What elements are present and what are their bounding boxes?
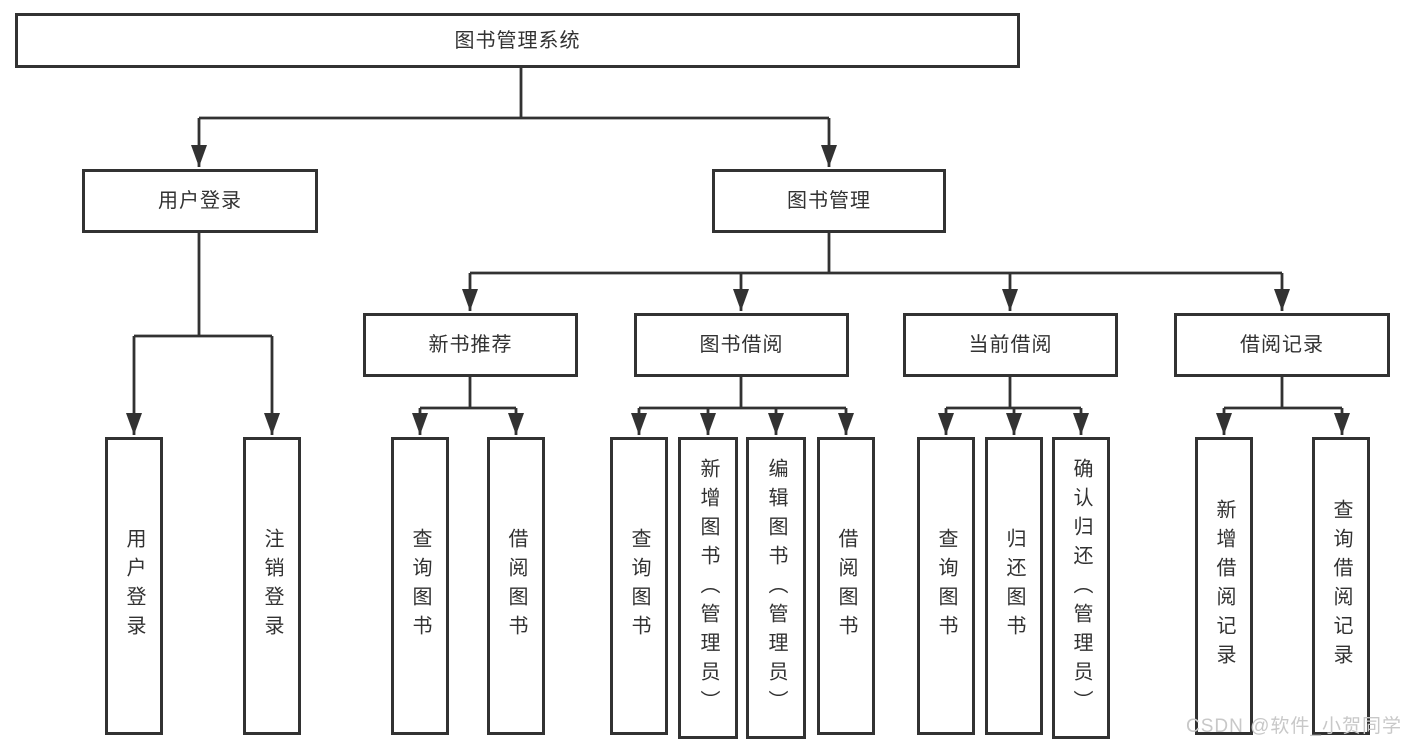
- leaf-add-borrow-record: 新增借阅记录: [1195, 437, 1253, 735]
- node-user-login: 用户登录: [82, 169, 318, 233]
- leaf-query-borrow-record: 查询借阅记录: [1312, 437, 1370, 735]
- node-current-borrow: 当前借阅: [903, 313, 1118, 377]
- leaf-borrow-books-recommend-label: 借阅图书: [505, 528, 527, 644]
- node-current-borrow-label: 当前借阅: [968, 334, 1053, 356]
- leaf-add-books-admin: 新增图书（管理员）: [678, 437, 738, 739]
- leaf-user-login-label: 用户登录: [123, 528, 145, 644]
- node-book-management: 图书管理: [712, 169, 946, 233]
- leaf-confirm-return-admin: 确认归还（管理员）: [1052, 437, 1110, 739]
- leaf-query-books-recommend-label: 查询图书: [409, 528, 431, 644]
- node-borrow-records-label: 借阅记录: [1240, 334, 1324, 356]
- leaf-return-books: 归还图书: [985, 437, 1043, 735]
- leaf-return-books-label: 归还图书: [1003, 528, 1025, 644]
- node-user-login-label: 用户登录: [158, 190, 242, 212]
- leaf-logout: 注销登录: [243, 437, 301, 735]
- node-borrow-records: 借阅记录: [1174, 313, 1390, 377]
- node-book-borrow: 图书借阅: [634, 313, 849, 377]
- leaf-user-login: 用户登录: [105, 437, 163, 735]
- leaf-add-borrow-record-label: 新增借阅记录: [1213, 499, 1235, 673]
- leaf-query-books-current-label: 查询图书: [935, 528, 957, 644]
- leaf-add-books-admin-label: 新增图书（管理员）: [697, 457, 719, 719]
- node-new-book-recommend: 新书推荐: [363, 313, 578, 377]
- node-book-management-label: 图书管理: [787, 190, 871, 212]
- leaf-edit-books-admin-label: 编辑图书（管理员）: [765, 457, 787, 719]
- leaf-borrow-books-label: 借阅图书: [835, 528, 857, 644]
- leaf-query-borrow-record-label: 查询借阅记录: [1330, 499, 1352, 673]
- node-root-label: 图书管理系统: [454, 29, 581, 52]
- leaf-query-books-borrow-label: 查询图书: [628, 528, 650, 644]
- leaf-logout-label: 注销登录: [261, 528, 283, 644]
- leaf-query-books-current: 查询图书: [917, 437, 975, 735]
- leaf-borrow-books: 借阅图书: [817, 437, 875, 735]
- leaf-confirm-return-admin-label: 确认归还（管理员）: [1070, 457, 1092, 719]
- leaf-borrow-books-recommend: 借阅图书: [487, 437, 545, 735]
- leaf-query-books-recommend: 查询图书: [391, 437, 449, 735]
- csdn-watermark: CSDN @软件_小贺同学: [1186, 716, 1402, 737]
- leaf-query-books-borrow: 查询图书: [610, 437, 668, 735]
- node-new-book-recommend-label: 新书推荐: [428, 334, 513, 356]
- node-root: 图书管理系统: [15, 13, 1020, 68]
- node-book-borrow-label: 图书借阅: [699, 334, 784, 356]
- leaf-edit-books-admin: 编辑图书（管理员）: [746, 437, 806, 739]
